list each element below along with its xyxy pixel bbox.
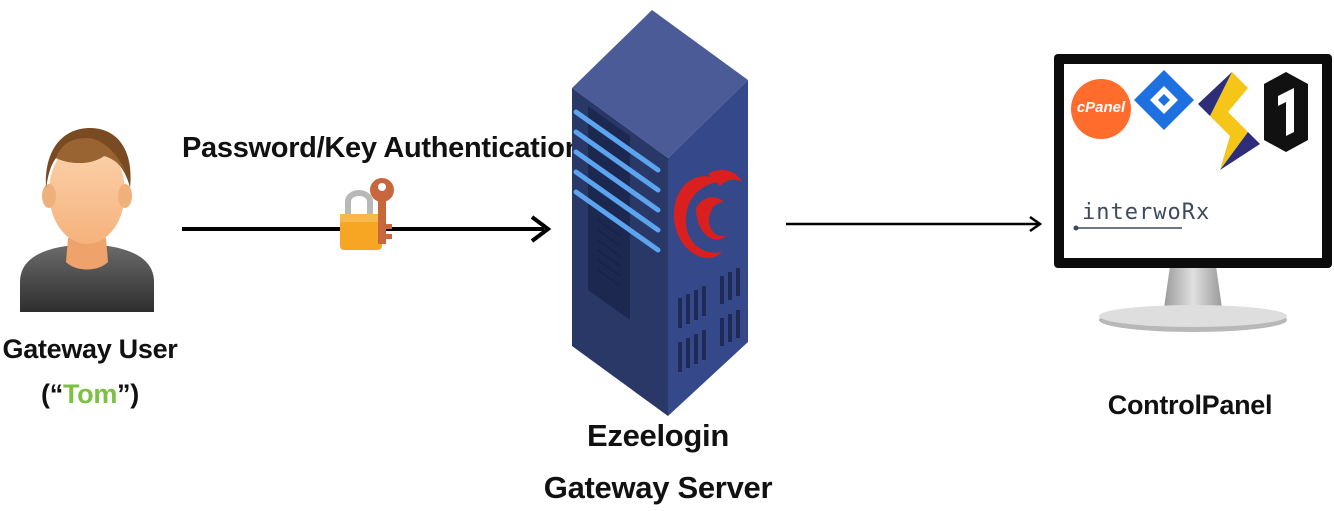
interworx-logo-text: interwoRx <box>1082 200 1211 225</box>
cpanel-logo-icon <box>1071 79 1131 139</box>
control-panel-label: ControlPanel <box>1107 390 1273 420</box>
monitor-icon <box>1054 54 1332 332</box>
jira-logo-icon <box>1134 70 1194 130</box>
interworx-logo-icon <box>1073 225 1182 231</box>
authentication-label: Password/Key Authentication <box>182 132 583 164</box>
server-subtitle: Gateway Server <box>543 470 773 505</box>
cpanel-logo-text: cPanel <box>1076 99 1126 116</box>
server-rack-icon <box>572 10 748 416</box>
litespeed-logo-icon <box>1198 72 1260 170</box>
server-title: Ezeelogin <box>587 418 729 453</box>
ezeelogin-logo-icon <box>673 169 742 258</box>
user-avatar-icon <box>20 128 154 312</box>
user-alias-name: Tom <box>62 379 118 409</box>
control-panel-arrow <box>786 215 1043 233</box>
gateway-user-label: Gateway User <box>2 334 178 364</box>
padlock-with-key-icon <box>340 178 394 250</box>
gateway-user-alias: (“Tom”) <box>41 379 139 409</box>
plesk-logo-icon <box>1264 72 1308 152</box>
